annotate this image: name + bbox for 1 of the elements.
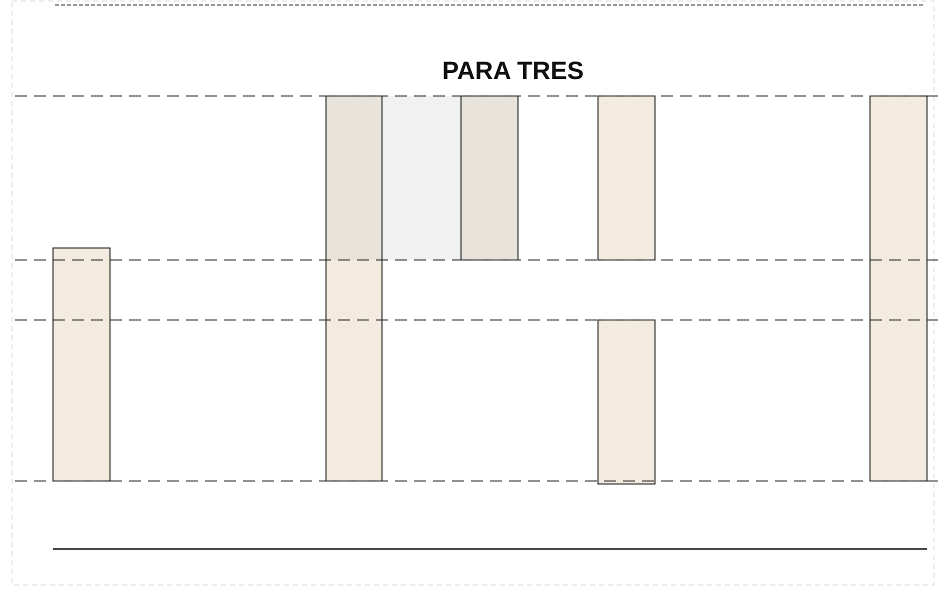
diagram-title: PARA TRES bbox=[442, 56, 584, 86]
